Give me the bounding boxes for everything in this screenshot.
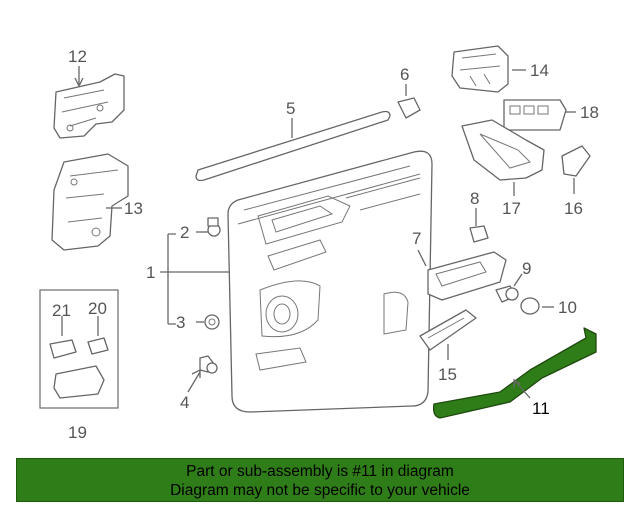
callout-20: 20 [88,299,107,318]
part-8-screw [469,208,489,243]
callout-17: 17 [502,199,521,218]
leader-1 [160,233,230,325]
callout-18: 18 [580,103,599,122]
part-1-door-trim-panel [227,150,433,413]
callout-7: 7 [412,229,421,248]
callout-4: 4 [180,393,189,412]
callout-11: 11 [532,399,550,418]
callout-14: 14 [530,61,549,80]
callout-16: 16 [564,199,583,218]
part-9-screw [495,273,523,303]
parts-diagram: 12 13 5 6 1 2 3 4 14 18 17 16 8 7 9 10 1… [39,45,599,442]
callout-5: 5 [286,99,295,118]
callout-10: 10 [558,298,577,317]
callout-9: 9 [522,259,531,278]
part-14-switch [451,45,526,93]
part-16-cover [561,145,591,194]
callout-21: 21 [52,301,71,320]
callout-15: 15 [438,365,457,384]
callout-8: 8 [470,189,479,208]
part-17-bezel [461,119,545,196]
part-3-clip [196,314,220,330]
callout-2: 2 [180,223,189,242]
callout-13: 13 [124,199,143,218]
part-12-bracket [53,66,125,139]
part-18-bezel [503,99,576,131]
part-6-clip [397,84,421,119]
callout-12: 12 [68,47,87,66]
callout-3: 3 [176,313,185,332]
banner-line-1: Part or sub-assembly is #11 in diagram [186,463,454,480]
part-11-armrest [432,327,597,419]
part-13-bracket [51,153,129,251]
parts-19-20-21-group [39,289,119,409]
callout-6: 6 [400,65,409,84]
part-2-clip [196,217,221,237]
part-5-belt-molding [195,110,391,182]
part-7-door-handle [417,249,507,301]
part-15-pull-cup [419,309,477,360]
part-10-plug [520,297,554,315]
banner-line-2: Diagram may not be specific to your vehi… [170,482,470,499]
callout-19: 19 [68,423,87,442]
part-info-banner: Part or sub-assembly is #11 in diagram D… [16,458,624,502]
part-4-screw [187,355,218,393]
callout-1: 1 [146,263,155,282]
